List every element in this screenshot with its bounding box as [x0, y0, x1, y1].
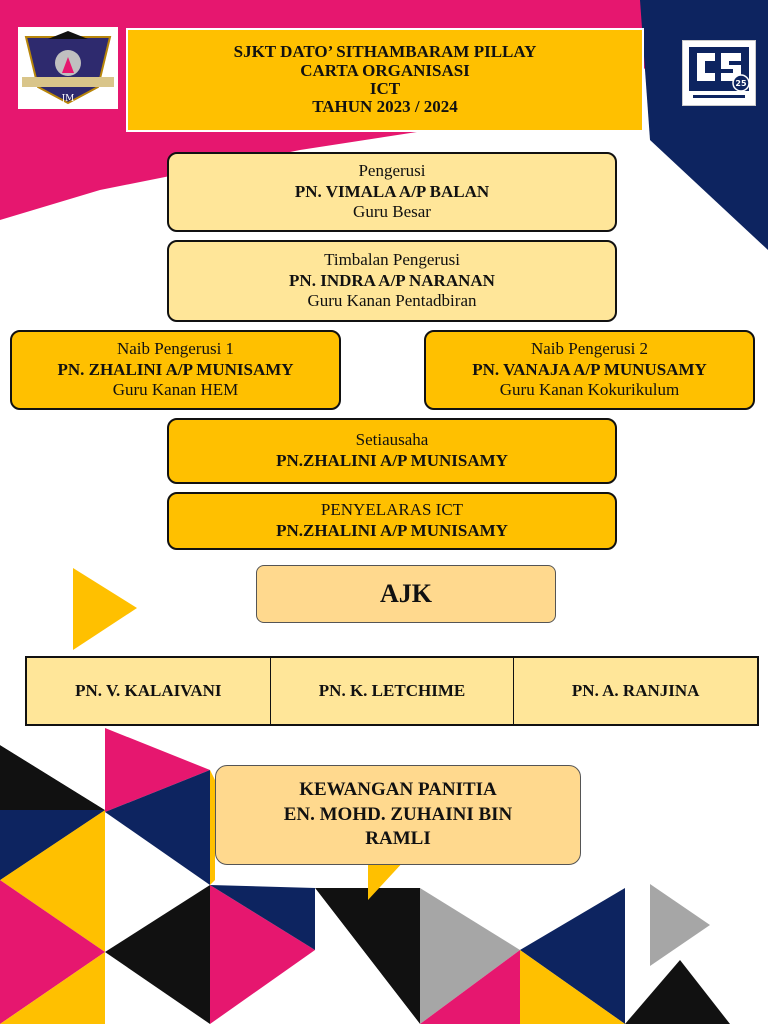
vice-chairman-2-box: Naib Pengerusi 2 PN. VANAJA A/P MUNUSAMY… — [424, 330, 755, 410]
chart-title: CARTA ORGANISASI — [300, 60, 470, 80]
chairman-role: Pengerusi — [358, 160, 426, 180]
finance-role: KEWANGAN PANITIA — [299, 778, 497, 800]
bg-tri — [0, 810, 105, 880]
bg-tri — [0, 952, 105, 1024]
bg-tri — [105, 885, 210, 1024]
bg-tri — [210, 770, 215, 885]
logo-initials: JM — [61, 94, 75, 104]
vice-chairman-1-box: Naib Pengerusi 1 PN. ZHALINI A/P MUNISAM… — [10, 330, 341, 410]
chairman-box: Pengerusi PN. VIMALA A/P BALAN Guru Besa… — [167, 152, 617, 232]
bg-tri — [105, 770, 210, 885]
ict-coordinator-box: PENYELARAS ICT PN.ZHALINI A/P MUNISAMY — [167, 492, 617, 550]
academic-year: TAHUN 2023 / 2024 — [312, 97, 458, 117]
bg-gold-triangle — [73, 568, 137, 650]
secretary-role: Setiausaha — [355, 430, 429, 450]
finance-name-line2: RAMLI — [365, 828, 431, 850]
vice-chairman-1-position: Guru Kanan HEM — [112, 380, 239, 400]
committee-name: ICT — [369, 79, 401, 98]
ict-coordinator-name: PN.ZHALINI A/P MUNISAMY — [276, 521, 508, 540]
school-crest-logo: JM — [18, 27, 118, 109]
vice-chairman-1-name: PN. ZHALINI A/P MUNISAMY — [57, 359, 294, 379]
ajk-label: AJK — [380, 579, 432, 608]
vice-chairman-1-role: Naib Pengerusi 1 — [116, 338, 235, 358]
school-name: SJKT DATO’ SITHAMBARAM PILLAY — [233, 42, 537, 62]
bg-tri — [625, 960, 730, 1024]
ajk-member: PN. V. KALAIVANI — [27, 658, 271, 724]
vice-chairman-2-role: Naib Pengerusi 2 — [530, 338, 649, 358]
finance-name-line1: EN. MOHD. ZUHAINI BIN — [283, 803, 513, 825]
bg-tri — [315, 888, 420, 1024]
ict-coordinator-role: PENYELARAS ICT — [320, 500, 464, 520]
bg-tri — [0, 880, 105, 1024]
ajk-members-table: PN. V. KALAIVANI PN. K. LETCHIME PN. A. … — [25, 656, 759, 726]
deputy-chairman-name: PN. INDRA A/P NARANAN — [289, 270, 495, 290]
bg-tri — [420, 888, 520, 1024]
ict-logo: 25 — [682, 40, 756, 106]
bg-tri — [520, 888, 625, 1024]
deputy-chairman-position: Guru Kanan Pentadbiran — [307, 291, 477, 311]
bg-tri — [210, 885, 315, 1024]
vice-chairman-2-position: Guru Kanan Kokurikulum — [499, 380, 680, 400]
bg-tri — [368, 860, 405, 900]
deputy-chairman-role: Timbalan Pengerusi — [324, 249, 460, 269]
ajk-member: PN. A. RANJINA — [571, 681, 700, 700]
bg-tri — [105, 728, 210, 812]
secretary-name: PN.ZHALINI A/P MUNISAMY — [276, 451, 508, 470]
ajk-label-box: AJK — [256, 565, 556, 623]
bg-tri — [420, 950, 520, 1024]
logo-anniversary-number: 25 — [735, 79, 747, 88]
vice-chairman-2-name: PN. VANAJA A/P MUNUSAMY — [472, 359, 707, 379]
bg-tri — [0, 728, 105, 810]
bg-tri — [650, 884, 710, 966]
ajk-member: PN. K. LETCHIME — [271, 658, 515, 724]
chairman-name: PN. VIMALA A/P BALAN — [294, 181, 490, 201]
deputy-chairman-box: Timbalan Pengerusi PN. INDRA A/P NARANAN… — [167, 240, 617, 322]
bg-tri — [0, 810, 105, 952]
bg-tri — [520, 950, 625, 1024]
bg-navy-top-right — [640, 0, 768, 250]
bg-tri — [210, 885, 315, 950]
finance-box: KEWANGAN PANITIA EN. MOHD. ZUHAINI BIN R… — [215, 765, 581, 865]
chairman-position: Guru Besar — [353, 202, 431, 222]
secretary-box: Setiausaha PN.ZHALINI A/P MUNISAMY — [167, 418, 617, 484]
title-box: SJKT DATO’ SITHAMBARAM PILLAY CARTA ORGA… — [126, 28, 644, 132]
